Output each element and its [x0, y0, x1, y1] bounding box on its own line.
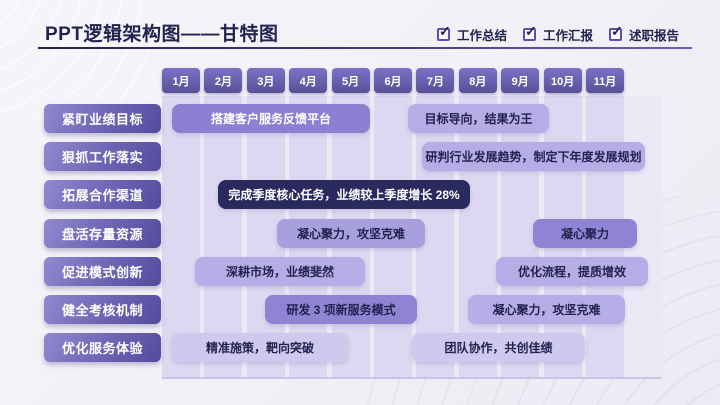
month-column-stripe [204, 96, 243, 377]
month-header-11: 11月 [586, 68, 624, 93]
gantt-bar: 团队协作，共创佳绩 [412, 333, 585, 362]
row-label-6: 健全考核机制 [44, 295, 161, 324]
checkbox-icon: ✓ [523, 24, 537, 41]
legend-checkbox-item[interactable]: ✓ 工作汇报 [523, 24, 594, 44]
checkbox-label: 述职报告 [629, 29, 680, 43]
row-label-7: 优化服务体验 [44, 333, 161, 362]
row-label-2: 狠抓工作落实 [44, 142, 161, 171]
month-header-6: 6月 [374, 68, 412, 93]
check-icon: ✓ [525, 23, 537, 39]
gantt-bar: 研发 3 项新服务模式 [265, 295, 417, 324]
checkbox-label: 工作汇报 [543, 29, 594, 43]
gantt-bar: 精准施策，靶向突破 [172, 333, 348, 362]
checkbox-icon: ✓ [437, 24, 451, 41]
month-header-9: 9月 [501, 68, 540, 93]
title-underline [38, 47, 692, 49]
month-header-1: 1月 [162, 68, 200, 93]
row-label-5: 促进模式创新 [44, 257, 161, 286]
page-title: PPT逻辑架构图——甘特图 [45, 24, 279, 45]
month-header-4: 4月 [289, 68, 328, 93]
month-header-3: 3月 [246, 68, 285, 93]
row-label-4: 盘活存量资源 [44, 219, 161, 248]
gantt-bar: 凝心聚力，攻坚克难 [468, 295, 625, 324]
month-header-5: 5月 [331, 68, 370, 93]
legend-checkbox-item[interactable]: ✓ 述职报告 [609, 24, 680, 44]
month-header-8: 8月 [458, 68, 497, 93]
month-column-stripe [162, 96, 200, 377]
legend-checkbox-item[interactable]: ✓ 工作总结 [437, 24, 508, 44]
check-icon: ✓ [439, 23, 451, 39]
month-header-10: 10月 [543, 68, 582, 93]
legend: ✓ 工作总结 ✓ 工作汇报 ✓ 述职报告 [437, 24, 680, 44]
gantt-bar: 深耕市场，业绩斐然 [195, 257, 365, 286]
gantt-bar: 优化流程，提质增效 [496, 257, 648, 286]
checkbox-icon: ✓ [609, 24, 623, 41]
checkbox-label: 工作总结 [457, 29, 508, 43]
gantt-bar: 目标导向，结果为王 [408, 104, 549, 133]
gantt-bar: 凝心聚力，攻坚克难 [277, 219, 425, 248]
row-label-1: 紧盯业绩目标 [44, 104, 161, 133]
check-icon: ✓ [611, 23, 623, 39]
month-header-7: 7月 [416, 68, 455, 93]
decorative-swirl-top-left [0, 0, 160, 120]
gantt-bar: 凝心聚力 [533, 219, 637, 248]
gantt-bar: 研判行业发展趋势，制定下年度发展规划 [422, 142, 645, 171]
gantt-bar: 完成季度核心任务，业绩较上季度增长 28% [218, 180, 470, 209]
gantt-bar: 搭建客户服务反馈平台 [172, 104, 370, 133]
row-label-3: 拓展合作渠道 [44, 180, 161, 209]
month-header-2: 2月 [204, 68, 243, 93]
